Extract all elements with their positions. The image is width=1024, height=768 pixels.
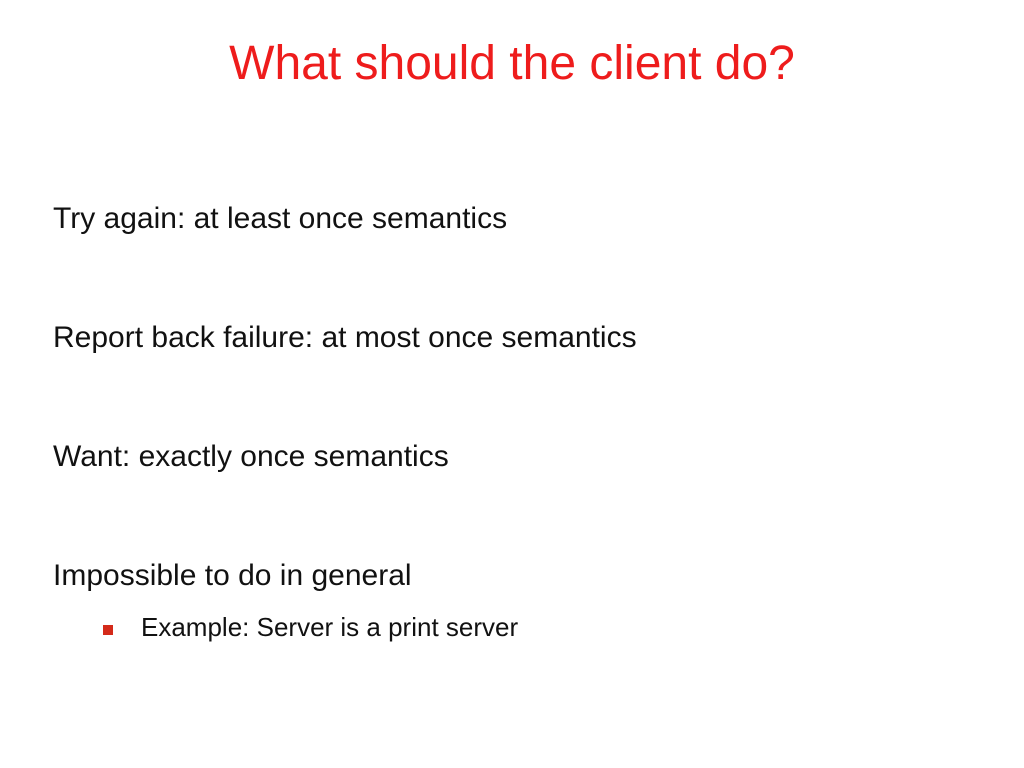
bullet-point-report-failure: Report back failure: at most once semant… — [53, 321, 637, 354]
sub-bullet-example: Example: Server is a print server — [103, 610, 518, 644]
bullet-point-impossible: Impossible to do in general — [53, 559, 412, 592]
bullet-point-try-again: Try again: at least once semantics — [53, 202, 508, 235]
bullet-point-exactly-once: Want: exactly once semantics — [53, 440, 449, 473]
slide-title: What should the client do? — [229, 37, 795, 90]
sub-bullet-text: Example: Server is a print server — [141, 612, 519, 642]
square-bullet-icon — [103, 625, 113, 635]
